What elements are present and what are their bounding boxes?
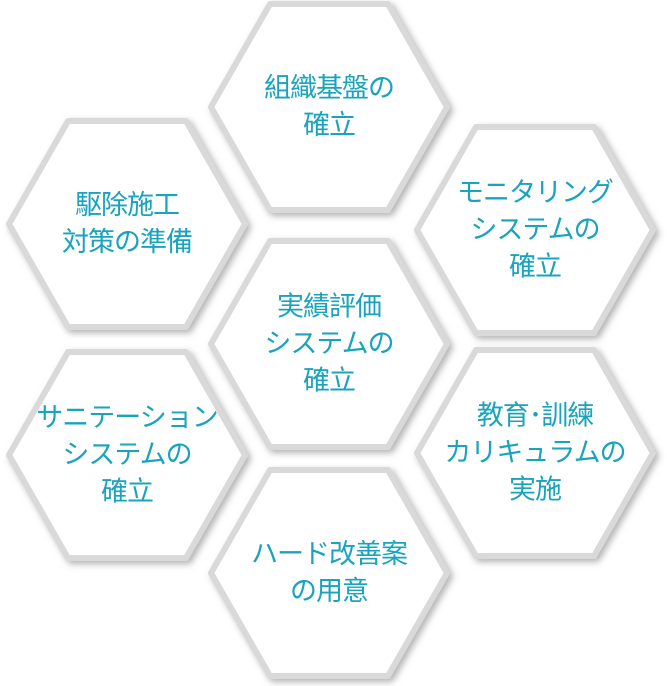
hex-label-sanitation-system: サニテーション システムの 確立 (36, 402, 218, 508)
hex-label-hardware-improvement: ハード改善案 の用意 (251, 539, 408, 607)
hex-label-organization-foundation: 組織基盤の 確立 (264, 73, 395, 141)
hex-label-extermination-preparation: 駆除施工 対策の準備 (62, 190, 193, 258)
hexagon-top (208, 1, 450, 213)
hex-label-training-curriculum: 教育･訓練 カリキュラムの 実施 (444, 400, 626, 506)
hexagon-lower-right (414, 347, 656, 559)
hex-label-performance-evaluation-system: 実績評価 システムの 確立 (264, 291, 394, 397)
hexagon-bottom (208, 467, 450, 679)
hexagon-lower-left (6, 349, 248, 561)
hexagon-upper-right (414, 124, 656, 336)
hex-label-monitoring-system: モニタリング システムの 確立 (457, 177, 614, 283)
hexagon-center (208, 238, 450, 450)
hexagon-upper-left (6, 118, 248, 330)
